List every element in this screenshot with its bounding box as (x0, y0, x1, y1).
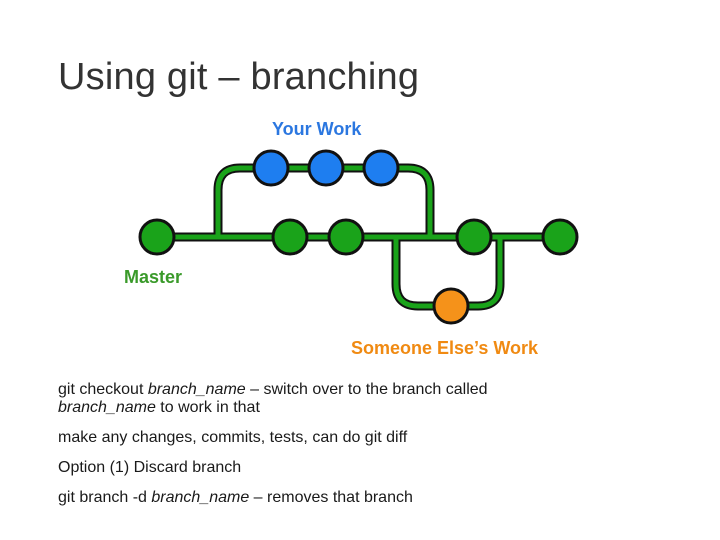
bullet-text: – removes that branch (249, 489, 413, 506)
someone-else-commit-node (432, 287, 470, 325)
bullet-text: make any changes, commits, tests, can do… (58, 429, 408, 446)
your-work-label: Your Work (272, 119, 362, 139)
master-commit-node (327, 218, 365, 256)
bullet-italic-text: branch_name (147, 381, 246, 398)
bullet-text: git branch -d (58, 489, 152, 506)
master-commit-node (271, 218, 309, 256)
bullet-italic-text: branch_name (58, 399, 156, 416)
master-commit-node (455, 218, 493, 256)
bullet-item: make any changes, commits, tests, can do… (58, 429, 678, 447)
bullet-list: git checkout branch_name – switch over t… (58, 381, 678, 519)
your-work-commits (252, 149, 400, 187)
bullet-text: git checkout (58, 381, 148, 398)
master-label: Master (124, 267, 182, 287)
master-commit-node (541, 218, 579, 256)
your-work-commit-node (362, 149, 400, 187)
bullet-item: Option (1) Discard branch (58, 459, 678, 477)
someone-else-commits (432, 287, 470, 325)
master-commits (138, 218, 579, 256)
bullet-text: Option (1) Discard branch (58, 459, 242, 476)
bullet-italic-text: branch_name (151, 489, 250, 506)
bullet-item: git checkout branch_name – switch over t… (58, 381, 678, 417)
master-commit-node (138, 218, 176, 256)
slide-title: Using git – branching (58, 56, 420, 98)
your-work-commit-node (252, 149, 290, 187)
someone-else-label: Someone Else’s Work (351, 338, 539, 358)
bullet-text: to work in that (155, 399, 260, 416)
bullet-text: – switch over to the branch called (245, 381, 488, 398)
bullet-item: git branch -d branch_name – removes that… (58, 489, 678, 507)
your-work-commit-node (307, 149, 345, 187)
